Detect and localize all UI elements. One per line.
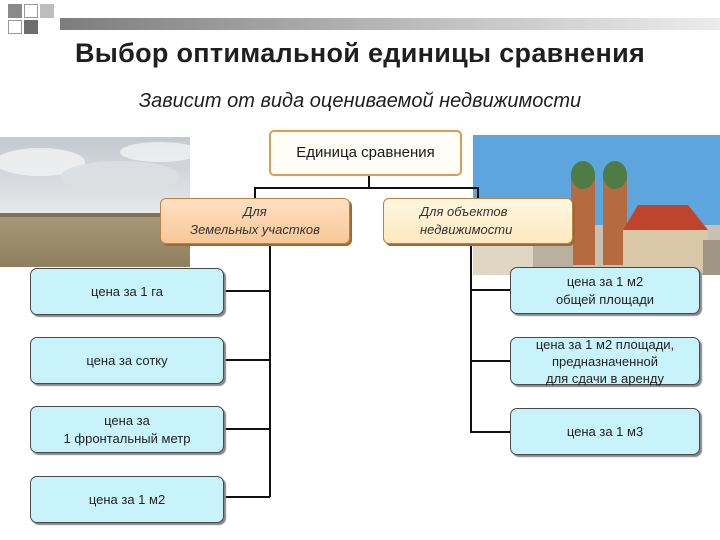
land-category-line2: Земельных участков xyxy=(190,222,320,237)
corner-square-decor xyxy=(40,4,54,18)
land-unit-label: цена за 1 га xyxy=(91,283,163,299)
land-category-node: Для Земельных участков xyxy=(160,198,350,244)
property-unit-item: цена за 1 м2 общей площади xyxy=(510,267,700,314)
corner-square-decor xyxy=(8,4,22,18)
land-unit-item: цена за сотку xyxy=(30,337,224,384)
city-cathedral-image xyxy=(473,135,720,275)
connector-line xyxy=(224,496,270,498)
connector-line xyxy=(470,360,510,362)
page-subtitle: Зависит от вида оцениваемой недвижимости xyxy=(138,90,582,112)
land-unit-item: цена за 1 га xyxy=(30,268,224,315)
connector-line xyxy=(254,187,256,199)
connector-line xyxy=(470,289,510,291)
property-category-line1: Для объектов xyxy=(420,204,508,219)
connector-line xyxy=(368,175,370,188)
land-unit-label: цена за сотку xyxy=(86,352,168,368)
land-unit-label: цена за 1 м2 xyxy=(88,491,166,507)
property-category-line2: недвижимости xyxy=(420,222,513,237)
property-unit-label: цена за 1 м2 xyxy=(566,273,644,289)
property-unit-item: цена за 1 м2 площади, предназначенной дл… xyxy=(510,336,700,386)
corner-square-decor xyxy=(24,20,38,34)
property-unit-label: цена за 1 м2 площади, xyxy=(535,336,675,352)
land-unit-label: цена за xyxy=(104,412,150,428)
header-gradient-bar xyxy=(60,18,720,30)
connector-line xyxy=(269,243,271,497)
root-node: Единица сравнения xyxy=(269,130,462,176)
connector-line xyxy=(254,187,478,189)
property-category-node: Для объектов недвижимости xyxy=(383,198,573,244)
connector-line xyxy=(470,244,472,432)
corner-square-decor xyxy=(8,20,22,34)
corner-square-decor xyxy=(24,4,38,18)
land-unit-label: 1 фронтальный метр xyxy=(63,430,191,446)
field-landscape-image xyxy=(0,137,190,267)
property-unit-label: цена за 1 м3 xyxy=(566,423,644,439)
connector-line xyxy=(224,290,270,292)
land-unit-item: цена за 1 фронтальный метр xyxy=(30,406,224,453)
connector-line xyxy=(477,187,479,199)
page-title: Выбор оптимальной единицы сравнения xyxy=(74,38,646,68)
connector-line xyxy=(470,431,510,433)
city-cathedral-photo xyxy=(473,135,720,275)
land-unit-item: цена за 1 м2 xyxy=(30,476,224,523)
field-landscape-photo xyxy=(0,137,190,267)
land-category-line1: Для xyxy=(243,204,267,219)
root-node-label: Единица сравнения xyxy=(296,144,435,161)
property-unit-label: для сдачи в аренду xyxy=(546,370,664,386)
property-unit-item: цена за 1 м3 xyxy=(510,408,700,455)
property-unit-label: предназначенной xyxy=(552,353,658,369)
connector-line xyxy=(224,359,270,361)
connector-line xyxy=(224,428,270,430)
property-unit-label: общей площади xyxy=(555,291,655,307)
